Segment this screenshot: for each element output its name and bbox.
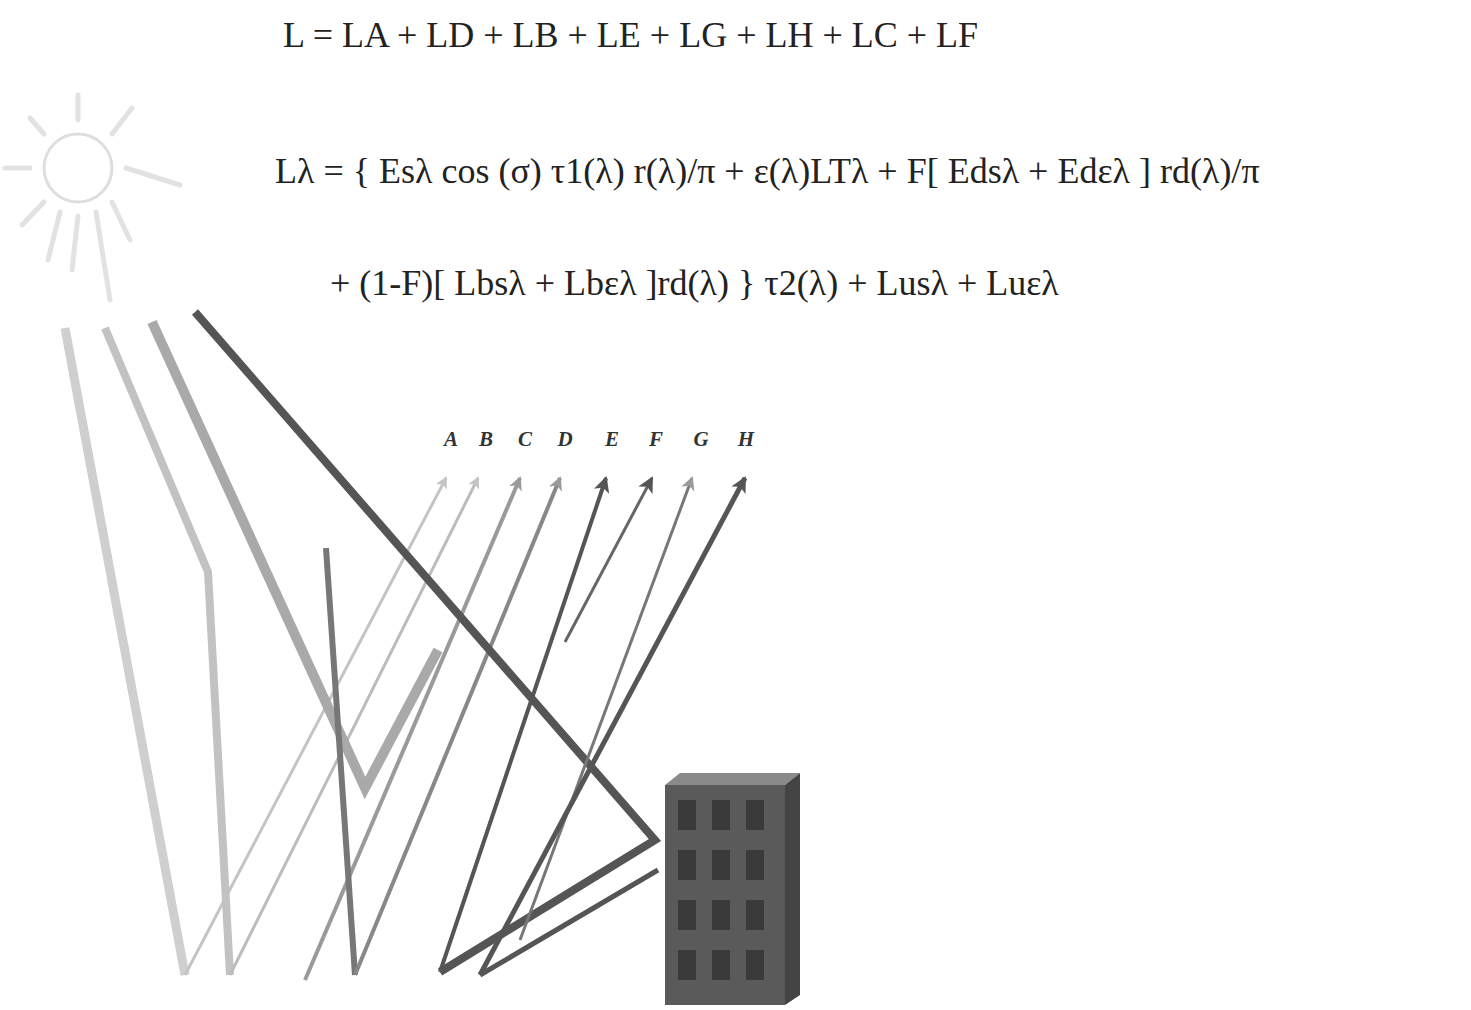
path-d (355, 478, 560, 975)
path-letter: H (738, 427, 754, 452)
path-letter: F (649, 427, 663, 452)
path-b (230, 478, 478, 975)
path-d (326, 548, 355, 975)
path-letter: G (693, 427, 708, 452)
path-c (305, 478, 520, 980)
path-e (195, 312, 655, 972)
path-letter: D (557, 427, 572, 452)
building-symbol (665, 773, 800, 1005)
path-letter: B (479, 427, 493, 452)
path-b (105, 328, 230, 975)
equation: Lλ = { Esλ cos (σ) τ1(λ) r(λ)/π + ε(λ)LT… (275, 150, 1260, 192)
sun-symbol (5, 95, 180, 300)
path-c (152, 322, 438, 788)
equation: + (1-F)[ Lbsλ + Lbελ ]rd(λ) } τ2(λ) + Lu… (330, 262, 1059, 304)
equation: L = LA + LD + LB + LE + LG + LH + LC + L… (283, 14, 978, 56)
path-letter: E (605, 427, 619, 452)
path-letter: C (518, 427, 532, 452)
path-a (65, 328, 185, 975)
path-letter: A (444, 427, 458, 452)
